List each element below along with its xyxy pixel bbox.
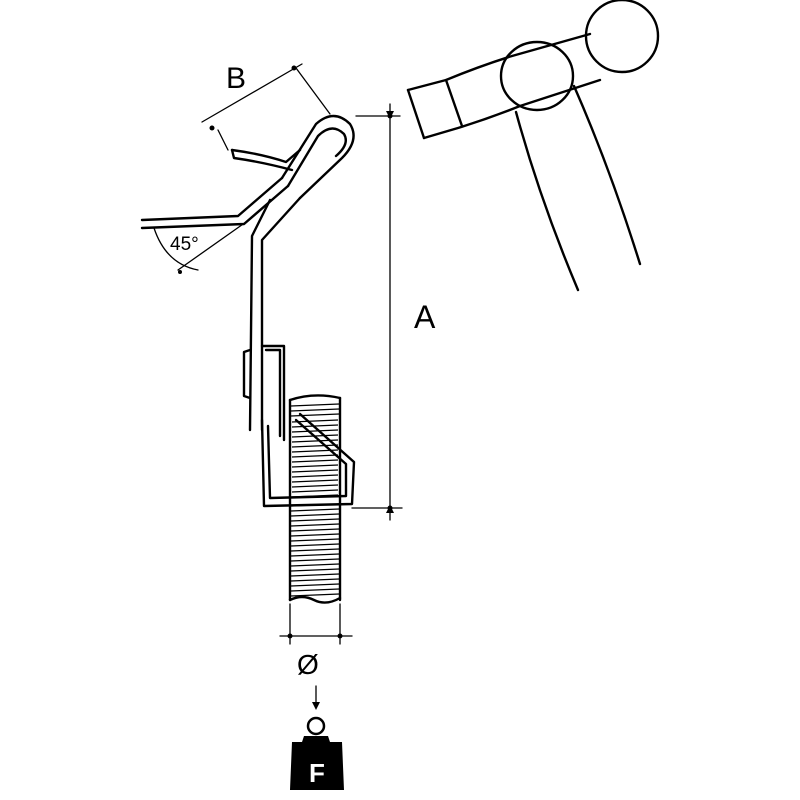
thread-line <box>290 573 340 577</box>
thread-line <box>290 593 340 597</box>
thread-line <box>290 568 340 572</box>
thread-line <box>290 408 340 412</box>
thread-line <box>291 469 339 473</box>
thread-line <box>290 563 340 567</box>
thread-line <box>290 513 340 517</box>
thread-line <box>290 518 340 522</box>
thread-line <box>290 533 340 537</box>
spring-clip <box>230 114 356 508</box>
angle-label: 45° <box>170 234 199 255</box>
thread-line <box>290 523 340 527</box>
rod-threads <box>290 403 340 597</box>
thread-line <box>291 454 339 458</box>
thread-line <box>290 578 340 582</box>
thread-line <box>290 528 340 532</box>
diameter-label: Ø <box>297 649 319 680</box>
dimension-diameter: Ø <box>279 603 353 680</box>
thread-line <box>290 583 340 587</box>
thread-line <box>291 419 339 423</box>
thread-line <box>290 543 340 547</box>
thread-line <box>290 503 340 507</box>
thread-line <box>291 459 339 463</box>
thread-line <box>291 434 339 438</box>
thread-line <box>291 439 339 443</box>
thread-line <box>290 553 340 557</box>
thread-line <box>290 588 340 592</box>
thread-line <box>291 474 339 478</box>
thread-line <box>290 413 340 417</box>
dimension-a: A <box>351 103 436 521</box>
thread-line <box>291 449 339 453</box>
thread-line <box>291 489 339 493</box>
threaded-rod <box>288 394 342 604</box>
thread-line <box>291 464 339 468</box>
thread-line <box>291 444 339 448</box>
thread-line <box>290 548 340 552</box>
dimension-b-label: B <box>226 62 246 95</box>
weight-icon: F <box>290 716 344 790</box>
dimension-a-label: A <box>414 299 436 335</box>
thread-line <box>291 484 339 488</box>
thread-line <box>291 429 339 433</box>
thread-line <box>291 479 339 483</box>
thread-line <box>290 508 340 512</box>
force-label: F <box>309 758 325 788</box>
thread-line <box>290 403 340 407</box>
angle-45: 45° <box>153 221 247 274</box>
dimension-b: B <box>201 62 331 151</box>
thread-line <box>291 424 339 428</box>
beam-flange <box>140 176 290 230</box>
thread-line <box>290 538 340 542</box>
load-arrow <box>312 685 320 710</box>
thread-line <box>290 558 340 562</box>
hammer-icon <box>406 0 660 292</box>
thread-line <box>291 494 339 498</box>
